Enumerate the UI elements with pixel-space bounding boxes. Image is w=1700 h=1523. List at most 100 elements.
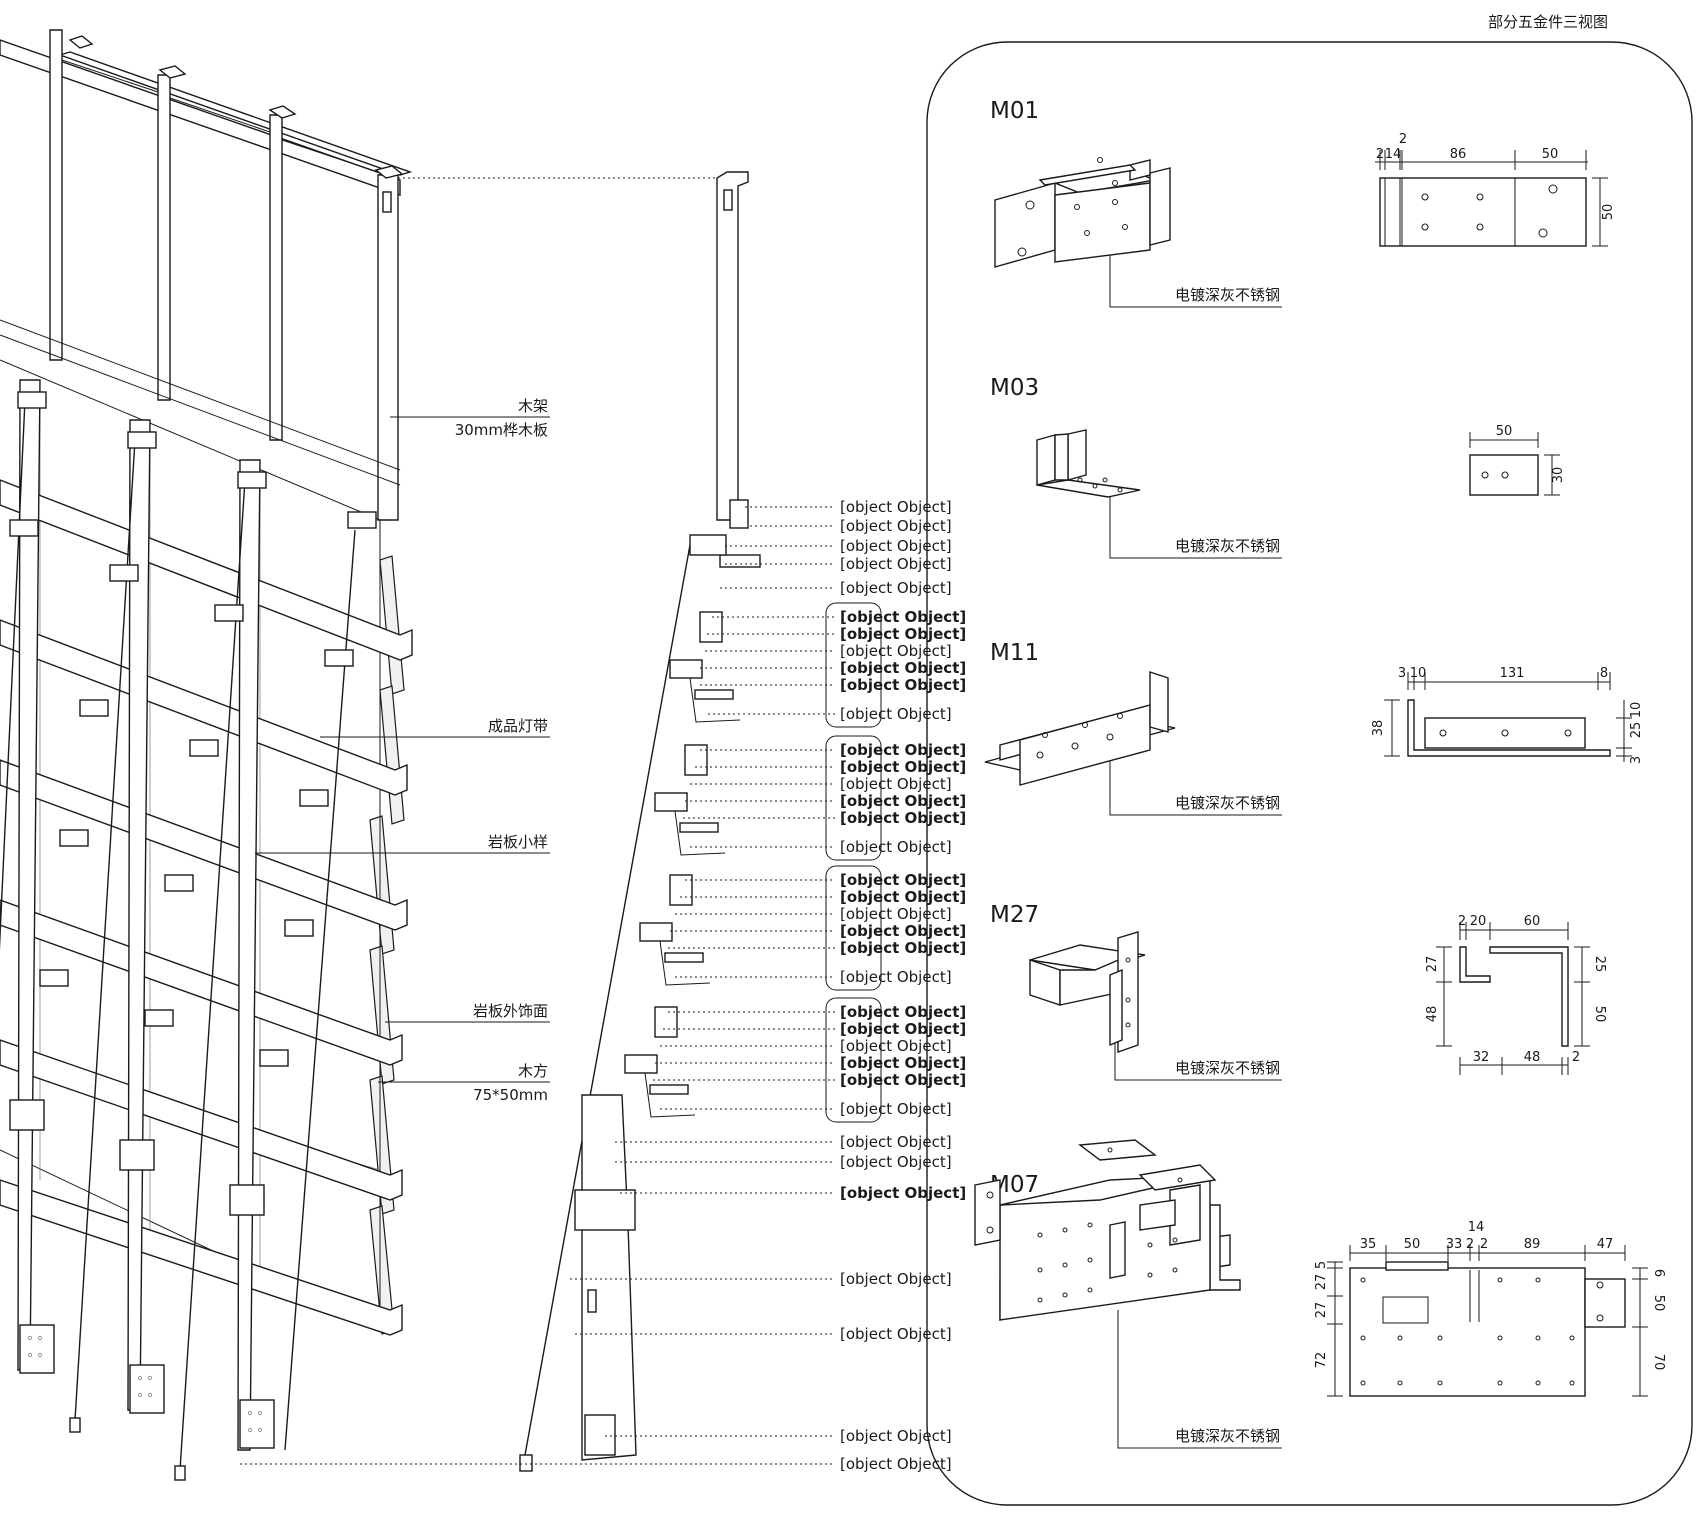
part-m07-elevation: 35 50 33 2 2 89 47 14 5 27 27 72 6 50 70 <box>1314 1220 1666 1397</box>
m07-dim-l4: 72 <box>1314 1352 1329 1369</box>
m07-dim-l2: 27 <box>1314 1274 1329 1291</box>
m07-dim-t4: 2 <box>1466 1237 1474 1252</box>
part-m07-material: 电镀深灰不锈钢 <box>1175 1427 1280 1445</box>
part-m11-material: 电镀深灰不锈钢 <box>1175 794 1280 812</box>
m27-dim-b3: 2 <box>1572 1050 1580 1065</box>
callout-wood-frame-line1: 木架 <box>518 397 548 415</box>
wood-frame-top <box>0 29 413 521</box>
section-label-g2-5: [object Object] <box>840 968 952 986</box>
m07-dim-r2: 50 <box>1651 1295 1666 1312</box>
m11-dim-r1: 25 <box>1629 722 1644 739</box>
m07-dim-l3: 27 <box>1314 1302 1329 1319</box>
m27-dim-t3: 60 <box>1524 914 1541 929</box>
m27-dim-t2: 20 <box>1470 914 1487 929</box>
section-label-g0-5: [object Object] <box>840 705 952 723</box>
section-label-bottom-6: [object Object] <box>840 1455 952 1473</box>
tension-cables <box>0 399 356 1481</box>
section-label-g0-3: [object Object] <box>840 659 966 677</box>
vertical-posts <box>17 379 275 1451</box>
m01-dim-a: 2 <box>1376 147 1384 162</box>
section-label-g1-2: [object Object] <box>840 775 952 793</box>
section-label-bottom-0: [object Object] <box>840 1133 952 1151</box>
section-label-g1-4: [object Object] <box>840 809 966 827</box>
section-label-g3-2: [object Object] <box>840 1037 952 1055</box>
part-m01-title: M01 <box>990 98 1039 124</box>
part-m11-title: M11 <box>990 640 1039 666</box>
section-label-bottom-1: [object Object] <box>840 1153 952 1171</box>
m11-dim-left: 38 <box>1371 720 1386 737</box>
section-label-g3-0: [object Object] <box>840 1003 966 1021</box>
callout-timber-batten-line1: 木方 <box>518 1062 548 1080</box>
part-m11-isometric <box>984 671 1176 786</box>
section-label-top-2: [object Object] <box>840 537 952 555</box>
section-label-bottom-2: [object Object] <box>840 1184 966 1202</box>
m07-dim-t7: 47 <box>1597 1237 1614 1252</box>
section-group-box-2 <box>825 865 882 991</box>
panel-frame <box>926 41 1693 1506</box>
m07-dim-t5: 2 <box>1480 1237 1488 1252</box>
m11-dim-r3: 3 <box>1629 756 1644 764</box>
m07-dim-l1: 5 <box>1314 1261 1329 1269</box>
part-m11-elevation: 3 10 131 8 38 25 10 3 <box>1371 666 1644 764</box>
part-m27-title: M27 <box>990 902 1039 928</box>
m01-dim-h: 50 <box>1601 204 1616 221</box>
m01-dim-e: 50 <box>1542 147 1559 162</box>
m01-dim-d: 86 <box>1450 147 1467 162</box>
section-label-top-1: [object Object] <box>840 517 952 535</box>
part-m27-elevation: 2 20 60 27 48 25 50 32 48 2 <box>1425 914 1607 1075</box>
part-m03-title: M03 <box>990 375 1039 401</box>
timber-battens <box>0 479 413 1336</box>
section-group-box-3 <box>825 997 882 1123</box>
section-label-bottom-4: [object Object] <box>840 1325 952 1343</box>
m07-dim-top: 14 <box>1468 1220 1485 1235</box>
callout-wood-frame-line2: 30mm桦木板 <box>455 421 548 439</box>
m27-dim-l2: 48 <box>1425 1006 1440 1023</box>
m11-dim-a: 3 <box>1398 666 1406 681</box>
hardware-panel: 部分五金件三视图 M01 M03 M11 M27 M07 电镀深灰不锈钢 电镀深… <box>926 13 1693 1506</box>
part-m27-material: 电镀深灰不锈钢 <box>1175 1059 1280 1077</box>
part-m27-isometric <box>1029 931 1146 1053</box>
section-group-boxes <box>825 602 882 1123</box>
m27-dim-r1: 25 <box>1592 956 1607 973</box>
m27-dim-r2: 50 <box>1592 1006 1607 1023</box>
section-label-top-4: [object Object] <box>840 579 952 597</box>
section-label-g2-2: [object Object] <box>840 905 952 923</box>
section-label-g0-1: [object Object] <box>840 625 966 643</box>
m07-dim-t1: 35 <box>1360 1237 1377 1252</box>
m27-dim-l1: 27 <box>1425 956 1440 973</box>
m07-dim-r3: 70 <box>1651 1354 1666 1371</box>
m01-dim-c: 2 <box>1399 132 1407 147</box>
part-m03-material: 电镀深灰不锈钢 <box>1175 537 1280 555</box>
m07-dim-t2: 50 <box>1404 1237 1421 1252</box>
section-label-top-0: [object Object] <box>840 498 952 516</box>
part-m01-elevation: 2 14 2 86 50 50 <box>1375 132 1616 247</box>
m03-dim-h: 30 <box>1551 467 1566 484</box>
section-group-box-0 <box>825 602 882 728</box>
m11-dim-b: 10 <box>1410 666 1427 681</box>
section-bracket-nodes <box>624 611 741 1118</box>
section-label-g2-3: [object Object] <box>840 922 966 940</box>
facade-axonometric: 木架 30mm桦木板 成品灯带 岩板小样 岩板外饰面 木方 75*50mm <box>0 29 550 1481</box>
m03-dim-w: 50 <box>1496 424 1513 439</box>
section-labels: [object Object][object Object][object Ob… <box>840 498 966 1473</box>
section-label-g2-0: [object Object] <box>840 871 966 889</box>
section-label-g2-1: [object Object] <box>840 888 966 906</box>
part-m01-isometric <box>994 157 1171 268</box>
section-label-top-3: [object Object] <box>840 555 952 573</box>
section-label-g3-1: [object Object] <box>840 1020 966 1038</box>
m07-dim-r1: 6 <box>1651 1269 1666 1277</box>
part-m03-plan: 50 30 <box>1469 424 1566 496</box>
callout-stone-facade: 岩板外饰面 <box>473 1002 548 1020</box>
m27-dim-t1: 2 <box>1458 914 1466 929</box>
callout-led-strip: 成品灯带 <box>488 717 548 735</box>
facade-callouts: 木架 30mm桦木板 成品灯带 岩板小样 岩板外饰面 木方 75*50mm <box>255 397 550 1104</box>
callout-stone-sample: 岩板小样 <box>488 833 548 851</box>
section-label-g1-0: [object Object] <box>840 741 966 759</box>
m11-dim-c: 131 <box>1500 666 1525 681</box>
m27-dim-b1: 32 <box>1473 1050 1490 1065</box>
part-m07-isometric <box>974 1139 1241 1321</box>
section-label-g0-0: [object Object] <box>840 608 966 626</box>
section-label-g3-3: [object Object] <box>840 1054 966 1072</box>
